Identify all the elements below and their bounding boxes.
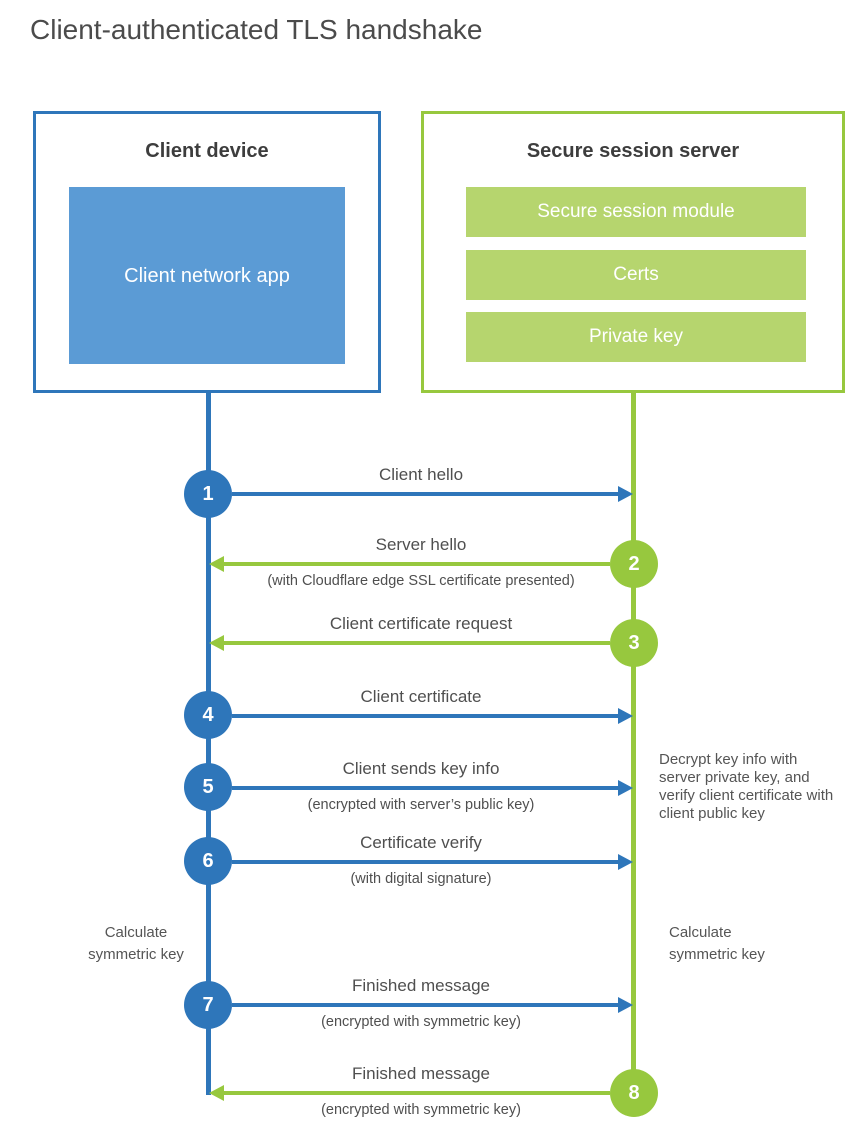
server-calc-symmetric-key-note: Calculate symmetric key bbox=[669, 924, 765, 963]
step-8-number: 8 bbox=[628, 1081, 640, 1104]
arrow-step-7 bbox=[232, 1003, 618, 1007]
step-3-badge: 3 bbox=[610, 619, 658, 667]
step-3-label: Client certificate request bbox=[329, 614, 513, 633]
arrowhead-left-icon bbox=[209, 556, 224, 572]
client-network-app-box: Client network app bbox=[69, 187, 345, 364]
page-title: Client-authenticated TLS handshake bbox=[30, 14, 483, 45]
step-8-label: Finished message bbox=[352, 1064, 490, 1083]
arrow-step-8 bbox=[224, 1091, 610, 1095]
step-7-number: 7 bbox=[202, 993, 214, 1016]
step-2-badge: 2 bbox=[610, 540, 658, 588]
server-lifeline bbox=[631, 393, 636, 1093]
step-5-subtext: (encrypted with server’s public key) bbox=[307, 797, 535, 813]
arrow-step-3 bbox=[224, 641, 610, 645]
step-5-badge: 5 bbox=[184, 763, 232, 811]
arrowhead-right-icon bbox=[618, 708, 633, 724]
arrowhead-right-icon bbox=[618, 854, 633, 870]
step-4-number: 4 bbox=[202, 703, 214, 726]
step-2-subtext: (with Cloudflare edge SSL certificate pr… bbox=[267, 573, 575, 589]
server-decrypt-note: Decrypt key info with server private key… bbox=[659, 751, 834, 822]
step-6-number: 6 bbox=[202, 849, 214, 872]
step-6-label: Certificate verify bbox=[360, 833, 482, 852]
client-device-title: Client device bbox=[145, 140, 269, 162]
server-module-label: Secure session module bbox=[537, 201, 735, 222]
arrowhead-right-icon bbox=[618, 780, 633, 796]
step-6-badge: 6 bbox=[184, 837, 232, 885]
arrow-step-2 bbox=[224, 562, 610, 566]
client-lifeline bbox=[206, 393, 211, 1095]
step-1-badge: 1 bbox=[184, 470, 232, 518]
step-7-badge: 7 bbox=[184, 981, 232, 1029]
server-module-label: Private key bbox=[589, 326, 683, 347]
step-8-subtext: (encrypted with symmetric key) bbox=[321, 1102, 521, 1118]
secure-session-server-title: Secure session server bbox=[526, 140, 740, 162]
step-8-badge: 8 bbox=[610, 1069, 658, 1117]
step-7-label: Finished message bbox=[352, 976, 490, 995]
arrow-step-5 bbox=[232, 786, 618, 790]
client-network-app-label: Client network app bbox=[124, 264, 290, 287]
step-3-number: 3 bbox=[628, 631, 640, 654]
arrowhead-right-icon bbox=[618, 486, 633, 502]
step-2-label: Server hello bbox=[375, 535, 467, 554]
step-5-number: 5 bbox=[202, 775, 214, 798]
server-module-label: Certs bbox=[613, 264, 659, 285]
step-6-subtext: (with digital signature) bbox=[350, 871, 492, 887]
arrowhead-right-icon bbox=[618, 997, 633, 1013]
arrowhead-left-icon bbox=[209, 1085, 224, 1101]
step-1-label: Client hello bbox=[378, 465, 464, 484]
arrowhead-left-icon bbox=[209, 635, 224, 651]
arrow-step-1 bbox=[232, 492, 618, 496]
step-7-subtext: (encrypted with symmetric key) bbox=[321, 1014, 521, 1030]
client-calc-symmetric-key-note: Calculate symmetric key bbox=[88, 924, 184, 963]
step-5-label: Client sends key info bbox=[342, 759, 500, 778]
step-2-number: 2 bbox=[628, 552, 640, 575]
step-4-badge: 4 bbox=[184, 691, 232, 739]
server-module-secure-session: Secure session module bbox=[466, 187, 806, 237]
step-4-label: Client certificate bbox=[360, 687, 482, 706]
arrow-step-4 bbox=[232, 714, 618, 718]
server-module-certs: Certs bbox=[466, 250, 806, 300]
arrow-step-6 bbox=[232, 860, 618, 864]
server-module-private-key: Private key bbox=[466, 312, 806, 362]
step-1-number: 1 bbox=[202, 482, 214, 505]
